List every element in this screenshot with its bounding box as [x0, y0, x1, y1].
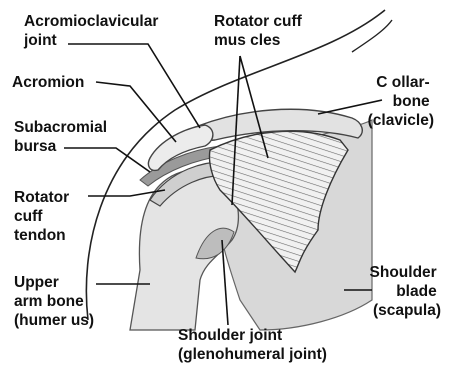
label-acromion: Acromion	[12, 74, 84, 91]
label-shoulder-joint: Shoulder joint (glenohumeral joint)	[178, 327, 327, 363]
pointer-subacromial-bursa	[64, 148, 150, 172]
label-rotator-cuff-muscles: Rotator cuff mus cles	[214, 13, 306, 49]
label-upper-arm-bone: Upper arm bone (humer us)	[14, 274, 94, 329]
label-rotator-cuff-tendon: Rotator cuff tendon	[14, 189, 73, 244]
label-shoulder-blade: Shoulder blade (scapula)	[370, 264, 441, 319]
pointer-acromioclavicular-joint	[68, 44, 200, 128]
neck-outline	[352, 20, 392, 52]
label-subacromial-bursa: Subacromial bursa	[14, 119, 111, 155]
